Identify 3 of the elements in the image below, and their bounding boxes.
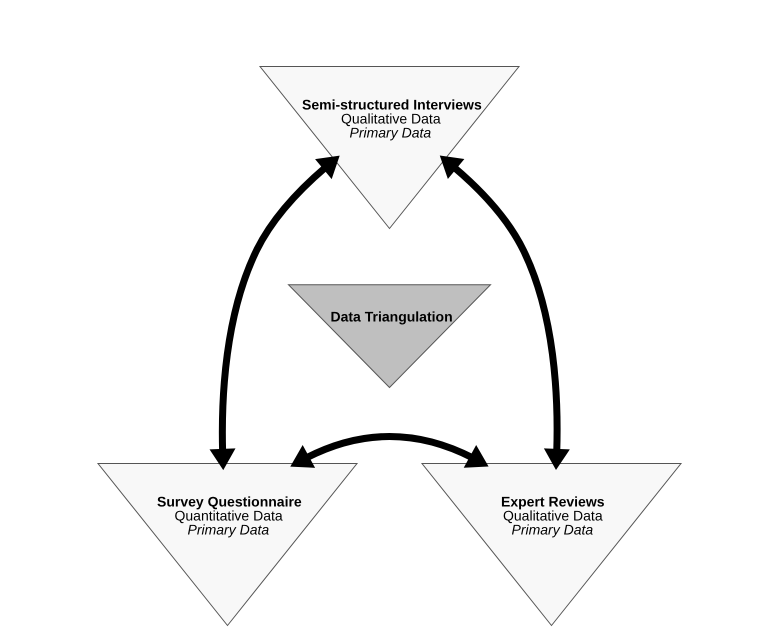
arrow [440, 156, 570, 470]
arrow [290, 433, 489, 468]
arrow [210, 156, 340, 470]
